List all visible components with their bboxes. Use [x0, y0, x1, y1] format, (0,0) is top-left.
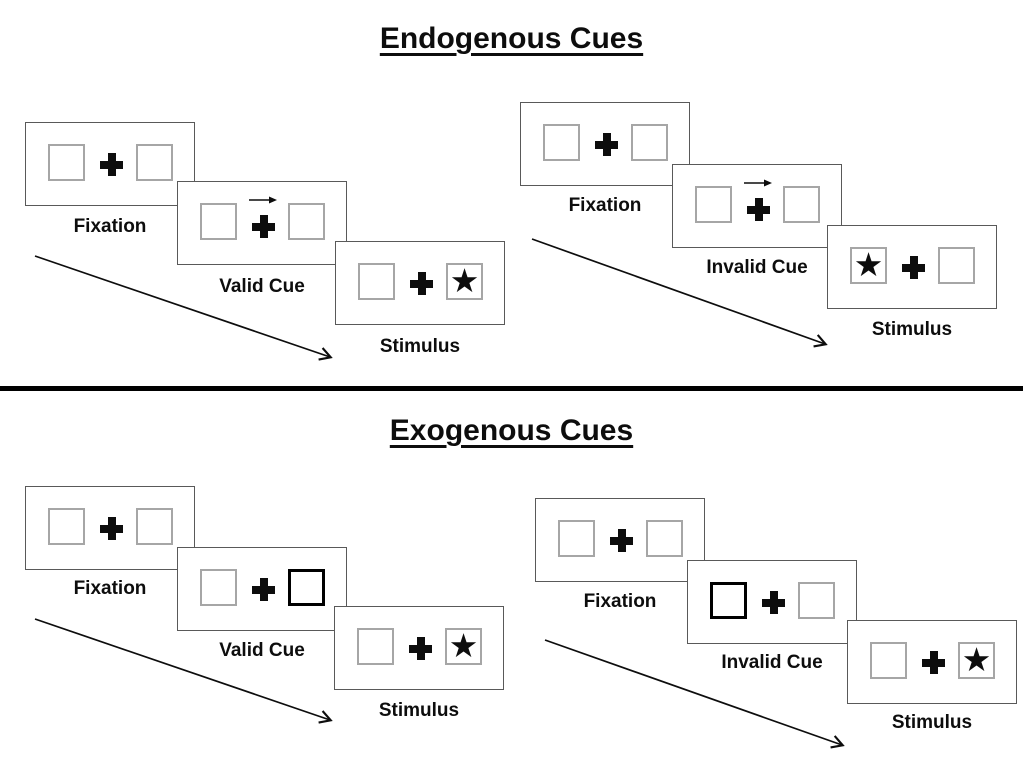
right-box	[288, 203, 325, 240]
stimulus-frame: ★	[334, 606, 504, 690]
right-box	[783, 186, 820, 223]
diagonal-time-arrow-icon	[34, 255, 333, 361]
left-box	[870, 642, 907, 679]
frame-label: Stimulus	[378, 700, 460, 721]
cue-frame	[687, 560, 857, 644]
section-title-endogenous: Endogenous Cues	[379, 22, 644, 55]
stimulus-frame: ★	[847, 620, 1017, 704]
right-box: ★	[958, 642, 995, 679]
fixation-cross-icon	[100, 153, 123, 176]
frame-label: Valid Cue	[219, 276, 305, 297]
right-box	[136, 508, 173, 545]
frame-label: Fixation	[73, 216, 147, 237]
fixation-frame	[535, 498, 705, 582]
right-box	[938, 247, 975, 284]
frame-label: Fixation	[568, 195, 642, 216]
right-box	[631, 124, 668, 161]
frame-label: Invalid Cue	[721, 652, 823, 673]
frame-label: Stimulus	[871, 319, 953, 340]
left-box	[543, 124, 580, 161]
section-title-exogenous: Exogenous Cues	[389, 414, 634, 447]
left-box: ★	[850, 247, 887, 284]
left-box-cue-highlight	[710, 582, 747, 619]
left-box	[695, 186, 732, 223]
right-box: ★	[445, 628, 482, 665]
star-stimulus-icon: ★	[449, 261, 480, 300]
left-box	[558, 520, 595, 557]
left-box	[200, 203, 237, 240]
star-stimulus-icon: ★	[961, 640, 992, 679]
cue-frame	[672, 164, 842, 248]
frame-label: Fixation	[583, 591, 657, 612]
fixation-frame	[25, 486, 195, 570]
frame-label: Valid Cue	[219, 640, 305, 661]
fixation-cross-icon	[747, 198, 770, 221]
star-stimulus-icon: ★	[853, 245, 884, 284]
fixation-frame	[520, 102, 690, 186]
fixation-cross-icon	[902, 256, 925, 279]
right-box: ★	[446, 263, 483, 300]
fixation-cross-icon	[595, 133, 618, 156]
stimulus-frame: ★	[827, 225, 997, 309]
left-box	[357, 628, 394, 665]
right-box-cue-highlight	[288, 569, 325, 606]
left-box	[48, 144, 85, 181]
fixation-cross-icon	[252, 215, 275, 238]
fixation-cross-icon	[922, 651, 945, 674]
fixation-cross-icon	[410, 272, 433, 295]
fixation-cross-icon	[762, 591, 785, 614]
right-box	[136, 144, 173, 181]
fixation-frame	[25, 122, 195, 206]
fixation-cross-icon	[252, 578, 275, 601]
diagonal-time-arrow-icon	[34, 618, 333, 724]
frame-label: Fixation	[73, 578, 147, 599]
fixation-cross-icon	[100, 517, 123, 540]
diagonal-time-arrow-icon	[531, 238, 828, 348]
right-box	[646, 520, 683, 557]
left-box	[358, 263, 395, 300]
fixation-cross-icon	[409, 637, 432, 660]
section-divider	[0, 386, 1023, 391]
frame-label: Stimulus	[891, 712, 973, 733]
left-box	[48, 508, 85, 545]
cue-frame	[177, 547, 347, 631]
cue-arrow-right-icon	[249, 196, 277, 204]
cue-frame	[177, 181, 347, 265]
stimulus-frame: ★	[335, 241, 505, 325]
frame-label: Invalid Cue	[706, 257, 808, 278]
right-box	[798, 582, 835, 619]
star-stimulus-icon: ★	[448, 626, 479, 665]
fixation-cross-icon	[610, 529, 633, 552]
frame-label: Stimulus	[379, 336, 461, 357]
left-box	[200, 569, 237, 606]
cue-arrow-right-icon	[744, 179, 772, 187]
